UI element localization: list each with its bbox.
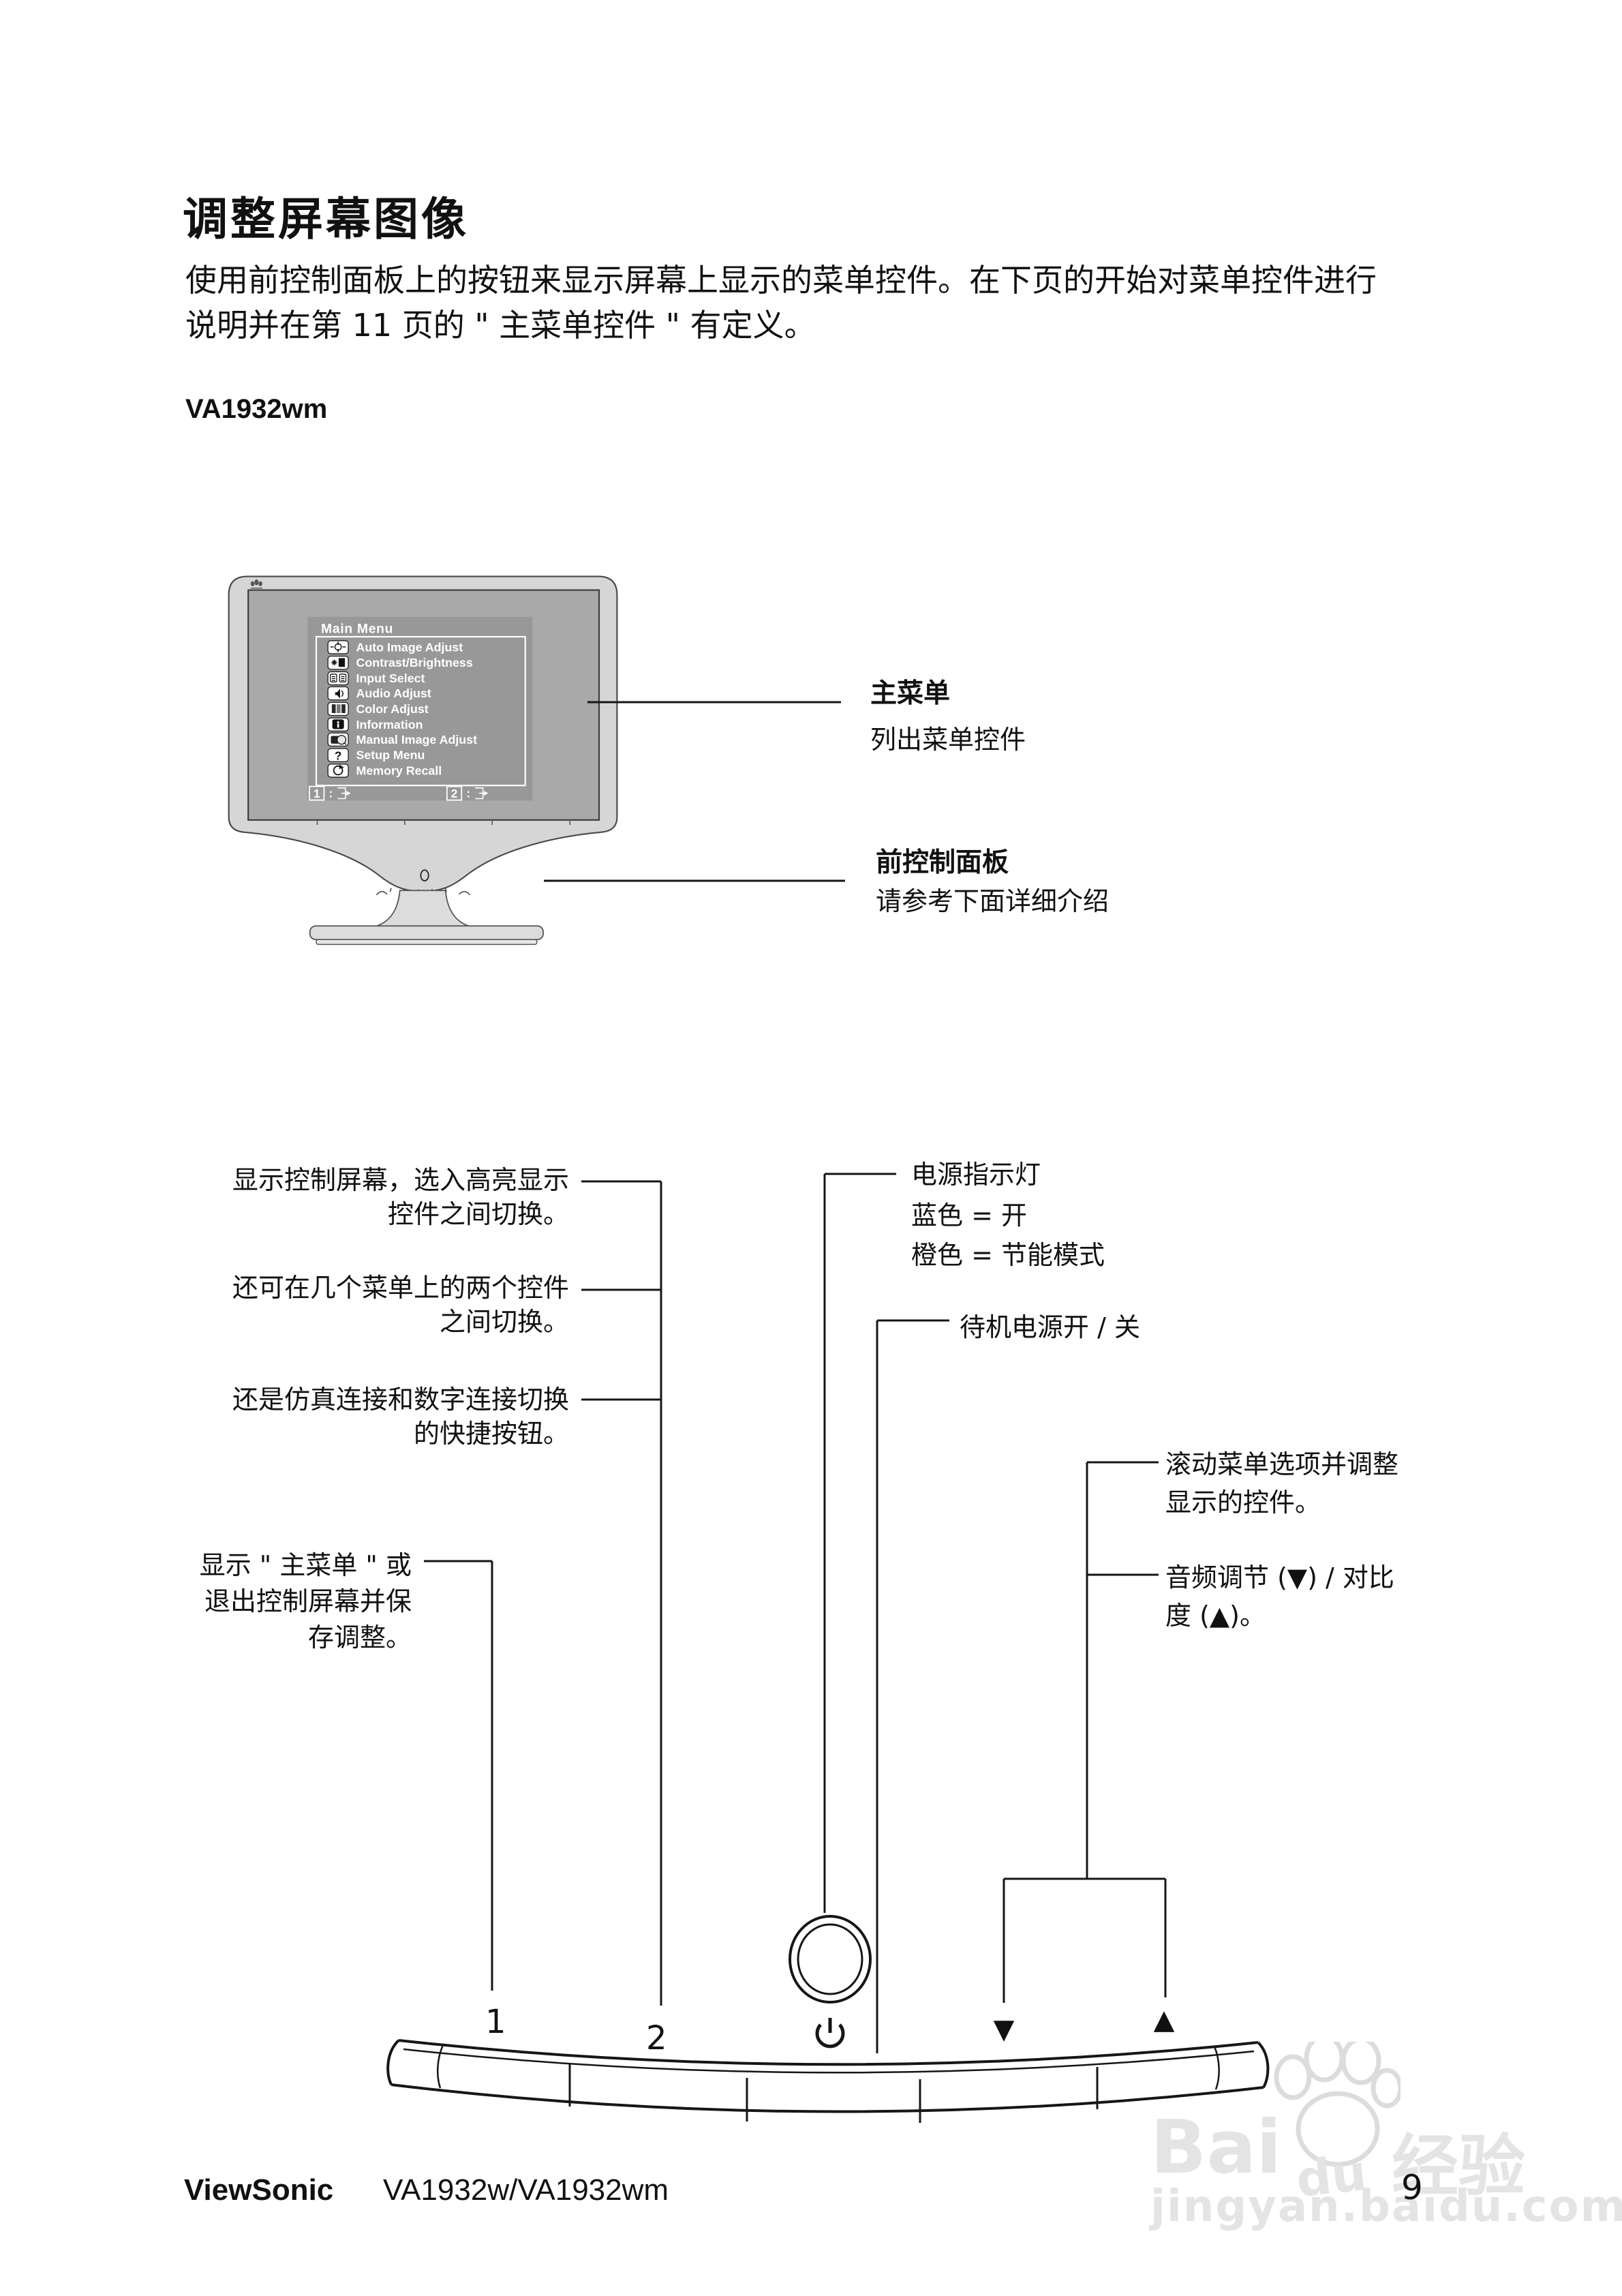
panel-up-label: ▲	[1154, 2004, 1175, 2036]
annotation-line: 显示 " 主菜单 " 或	[199, 1550, 412, 1580]
annotation-line: 的快捷按钮。	[413, 1419, 569, 1449]
callout-front-panel-desc: 请参考下面详细介绍	[876, 886, 1110, 916]
input-select-icon	[330, 674, 347, 682]
front-control-panel-bar	[386, 2039, 1270, 2123]
osd-item-audio-adjust: Audio Adjust	[356, 686, 431, 700]
annotation-line: 滚动菜单选项并调整	[1165, 1449, 1399, 1479]
annotation-power-led-line1: 电源指示灯	[911, 1160, 1041, 1190]
osd-item-auto-image-adjust: Auto Image Adjust	[356, 640, 463, 654]
panel-down-label: ▼	[994, 2014, 1015, 2045]
color-bars-icon	[331, 704, 346, 713]
info-icon	[332, 719, 344, 729]
watermark-url: jingyan.baidu.com	[1150, 2181, 1622, 2232]
panel-button2-label: 2	[646, 2019, 667, 2057]
question-icon: ?	[335, 749, 341, 762]
intro-paragraph: 使用前控制面板上的按钮来显示屏幕上显示的菜单控件。在下页的开始对菜单控件进行 说…	[185, 258, 1377, 348]
exit-door-icon	[475, 787, 489, 800]
annotation-line: 控件之间切换。	[387, 1199, 569, 1229]
osd-item-input-select: Input Select	[356, 671, 425, 685]
annotation-line: 还可在几个菜单上的两个控件	[232, 1273, 569, 1303]
osd-item-manual-image-adjust: Manual Image Adjust	[356, 733, 478, 746]
annotation-audio-block: 音频调节 (▼) / 对比 度 (▲)。	[1165, 1558, 1394, 1635]
annotation-line: 之间切换。	[439, 1307, 569, 1337]
footer-brand: ViewSonic	[184, 2173, 334, 2207]
intro-line-1: 使用前控制面板上的按钮来显示屏幕上显示的菜单控件。在下页的开始对菜单控件进行	[185, 262, 1377, 299]
osd-item-setup-menu: Setup Menu	[356, 749, 425, 762]
annotation-line: 显示控制屏幕，选入高亮显示	[232, 1165, 569, 1195]
annotation-button2-block3: 还是仿真连接和数字连接切换 的快捷按钮。	[164, 1383, 569, 1451]
osd-hotkey-row: 1 : 2 :	[309, 785, 489, 801]
crosshair-icon	[330, 641, 346, 652]
annotation-line: 还是仿真连接和数字连接切换	[232, 1385, 569, 1415]
annotation-line: 度 (▲)。	[1165, 1601, 1266, 1631]
annotation-line: 显示的控件。	[1165, 1487, 1321, 1517]
annotation-line: 退出控制屏幕并保	[204, 1586, 412, 1616]
osd-hotkey-1-colon: :	[329, 787, 333, 800]
exit-door-icon	[337, 787, 351, 800]
osd-item-color-adjust: Color Adjust	[356, 702, 429, 716]
osd-menu-border	[315, 635, 526, 787]
intro-line-2: 说明并在第 11 页的 " 主菜单控件 " 有定义。	[185, 307, 816, 344]
annotation-button2-block2: 还可在几个菜单上的两个控件 之间切换。	[164, 1271, 569, 1339]
memory-recall-icon	[333, 764, 344, 776]
annotation-standby: 待机电源开 / 关	[960, 1312, 1140, 1342]
annotation-power-led-line3: 橙色 = 节能模式	[911, 1240, 1105, 1270]
annotation-line: 存调整。	[307, 1622, 412, 1652]
power-button	[789, 1915, 872, 2004]
annotation-power-led-line2: 蓝色 = 开	[911, 1200, 1027, 1230]
osd-item-information: Information	[356, 718, 423, 731]
model-heading: VA1932wm	[185, 394, 328, 424]
svg-text:?: ?	[335, 749, 341, 762]
chin-bump-right	[459, 891, 470, 896]
manual-image-icon	[331, 735, 347, 745]
panel-button1-label: 1	[485, 2003, 506, 2041]
contrast-icon	[331, 658, 346, 667]
footer-page-number: 9	[1401, 2168, 1423, 2207]
annotation-line: 音频调节 (▼) / 对比	[1165, 1562, 1394, 1592]
viewsonic-birds-logo	[250, 579, 262, 589]
bezel-ticks	[316, 821, 570, 825]
watermark-word-jingyan: 经验	[1392, 2128, 1526, 2205]
osd-hotkey-2: 2	[451, 787, 458, 800]
osd-hotkey-2-colon: :	[466, 787, 470, 800]
annotation-button2-block1: 显示控制屏幕，选入高亮显示 控件之间切换。	[164, 1163, 569, 1231]
callout-front-panel-title: 前控制面板	[876, 847, 1009, 878]
paw-icon	[1274, 2042, 1401, 2167]
osd-item-memory-recall: Memory Recall	[356, 764, 442, 778]
monitor-illustration: Main Menu	[228, 575, 618, 946]
chin-bump-left	[376, 891, 388, 896]
watermark-word-bai: Bai	[1150, 2105, 1282, 2190]
speaker-icon	[335, 689, 343, 699]
stand-base-plate	[316, 939, 538, 946]
annotation-button1-block: 显示 " 主菜单 " 或 退出控制屏幕并保 存调整。	[164, 1547, 412, 1656]
callout-main-menu-desc: 列出菜单控件	[870, 725, 1026, 755]
osd-item-contrast-brightness: Contrast/Brightness	[356, 656, 473, 669]
page-title: 调整屏幕图像	[183, 193, 469, 245]
callout-main-menu-title: 主菜单	[870, 678, 951, 709]
osd-hotkey-1: 1	[313, 787, 320, 800]
annotation-scroll-block: 滚动菜单选项并调整 显示的控件。	[1165, 1445, 1398, 1522]
power-led-icon	[420, 869, 429, 881]
power-icon	[815, 2018, 845, 2049]
footer-models: VA1932w/VA1932wm	[383, 2173, 669, 2207]
osd-title: Main Menu	[321, 622, 393, 636]
